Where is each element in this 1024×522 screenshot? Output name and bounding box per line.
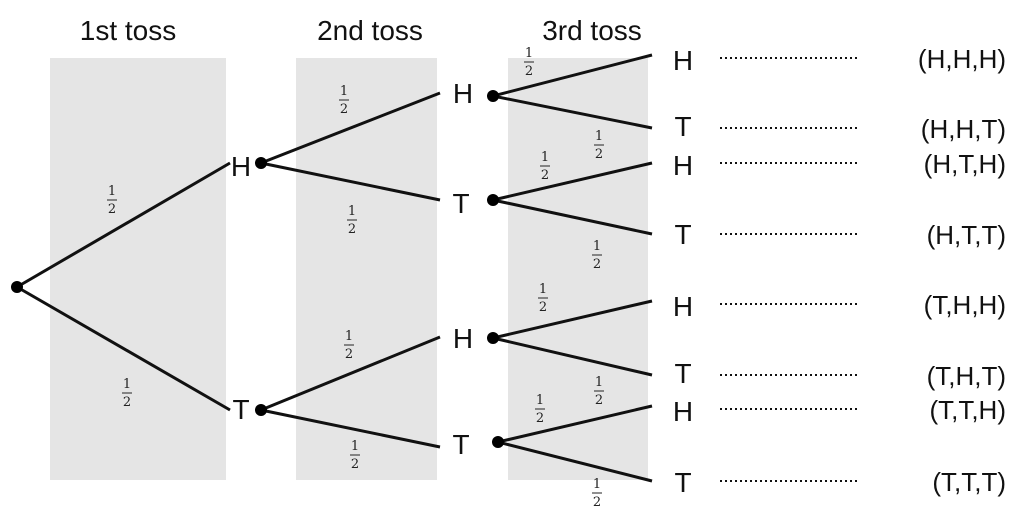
fraction-denominator: 2 — [593, 257, 601, 272]
level3-label-2: T — [674, 111, 691, 142]
band-3rd-toss — [508, 58, 648, 480]
probability-fraction: 12 — [524, 46, 534, 79]
probability-fraction: 12 — [592, 239, 602, 272]
fraction-denominator: 2 — [525, 64, 533, 79]
edge-TH-T — [492, 336, 653, 377]
fraction-denominator: 2 — [595, 393, 603, 408]
edge-TH-H — [492, 299, 653, 340]
node-HT — [487, 194, 499, 206]
header-3rd-toss: 3rd toss — [542, 15, 642, 46]
edge-T-H — [260, 335, 441, 412]
probability-fraction: 12 — [535, 393, 545, 426]
level3-label-4: T — [674, 219, 691, 250]
edge-H-H — [260, 91, 441, 165]
level2-label-2: T — [452, 188, 469, 219]
fraction-denominator: 2 — [351, 457, 359, 472]
probability-fraction: 12 — [339, 84, 349, 117]
edge-root-H — [16, 161, 231, 289]
level3-label-1: H — [673, 45, 693, 76]
level3-label-8: T — [674, 467, 691, 498]
band-1st-toss — [50, 58, 226, 480]
probability-fraction: 12 — [347, 204, 357, 237]
level1-label-T: T — [232, 394, 249, 425]
fraction-denominator: 2 — [340, 102, 348, 117]
probability-fraction: 12 — [540, 150, 550, 183]
fraction-numerator: 1 — [593, 477, 601, 492]
edge-HT-H — [492, 161, 653, 202]
outcome-7: (T,T,H) — [929, 395, 1006, 425]
edge-HH-T — [492, 94, 653, 130]
fraction-numerator: 1 — [525, 46, 533, 61]
outcome-8: (T,T,T) — [932, 467, 1006, 497]
fraction-numerator: 1 — [593, 239, 601, 254]
outcome-3: (H,T,H) — [924, 149, 1006, 179]
header-2nd-toss: 2nd toss — [317, 15, 423, 46]
edge-H-T — [260, 161, 441, 202]
level2-label-1: H — [453, 78, 473, 109]
probability-fraction: 12 — [350, 439, 360, 472]
fraction-denominator: 2 — [536, 411, 544, 426]
level1-label-H: H — [231, 151, 251, 182]
probability-fraction: 12 — [594, 129, 604, 162]
level2-label-3: H — [453, 323, 473, 354]
outcome-4: (H,T,T) — [927, 220, 1006, 250]
level3-label-7: H — [673, 396, 693, 427]
probability-fraction: 12 — [344, 329, 354, 362]
edge-T-T — [260, 408, 441, 449]
node-TH — [487, 332, 499, 344]
outcome-1: (H,H,H) — [918, 44, 1006, 74]
probability-fraction: 12 — [592, 477, 602, 510]
node-H — [255, 157, 267, 169]
probability-fraction: 12 — [594, 375, 604, 408]
level3-label-6: T — [674, 358, 691, 389]
fraction-numerator: 1 — [348, 204, 356, 219]
fraction-numerator: 1 — [595, 375, 603, 390]
fraction-numerator: 1 — [541, 150, 549, 165]
fraction-denominator: 2 — [108, 202, 116, 217]
outcome-5: (T,H,H) — [924, 290, 1006, 320]
edge-HH-H — [492, 53, 653, 98]
fraction-numerator: 1 — [108, 184, 116, 199]
edge-TT-T — [497, 440, 653, 483]
node-TT — [492, 436, 504, 448]
edge-root-T — [16, 285, 231, 412]
fraction-denominator: 2 — [539, 300, 547, 315]
fraction-numerator: 1 — [340, 84, 348, 99]
band-2nd-toss — [296, 58, 437, 480]
node-T — [255, 404, 267, 416]
level3-label-5: H — [673, 291, 693, 322]
probability-fraction: 12 — [122, 377, 132, 410]
fraction-denominator: 2 — [123, 395, 131, 410]
fraction-denominator: 2 — [345, 347, 353, 362]
fraction-denominator: 2 — [541, 168, 549, 183]
fraction-numerator: 1 — [536, 393, 544, 408]
fraction-denominator: 2 — [595, 147, 603, 162]
probability-fraction: 12 — [538, 282, 548, 315]
edge-HT-T — [492, 198, 653, 236]
outcome-6: (T,H,T) — [927, 361, 1006, 391]
level3-label-3: H — [673, 150, 693, 181]
fraction-numerator: 1 — [539, 282, 547, 297]
fraction-numerator: 1 — [351, 439, 359, 454]
edge-TT-H — [497, 404, 653, 444]
root-node — [11, 281, 23, 293]
probability-fraction: 12 — [107, 184, 117, 217]
fraction-numerator: 1 — [595, 129, 603, 144]
node-HH — [487, 90, 499, 102]
fraction-numerator: 1 — [345, 329, 353, 344]
fraction-denominator: 2 — [593, 495, 601, 510]
outcome-2: (H,H,T) — [921, 114, 1006, 144]
fraction-denominator: 2 — [348, 222, 356, 237]
level2-label-4: T — [452, 429, 469, 460]
fraction-numerator: 1 — [123, 377, 131, 392]
header-1st-toss: 1st toss — [80, 15, 176, 46]
